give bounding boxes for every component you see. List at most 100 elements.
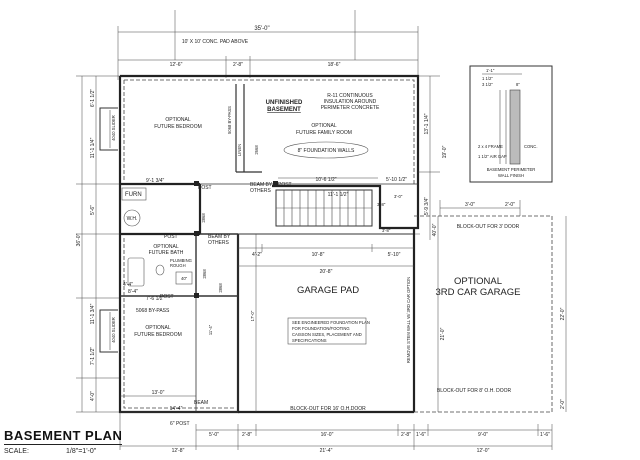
engineered-note-2: FOR FOUNDATION/FOOTING (292, 326, 350, 331)
beam-others-2b: OTHERS (208, 240, 230, 246)
garage-walls (237, 228, 416, 414)
beam-others-1a: BEAM BY (250, 182, 273, 188)
wall-finish-dim-1: 1'-1" (486, 68, 495, 73)
dim-stair-d3: 3'-8" (382, 228, 391, 233)
wall-finish-air-gap: 1 1/2" AIR GAP (478, 154, 507, 159)
blockout-main-door: BLOCK-OUT FOR 16' O.H.DOOR (290, 406, 366, 412)
dim-garage-total: 20'-8" (320, 269, 333, 275)
wall-finish-title-1: BASEMENT PERIMETER (487, 167, 536, 172)
wall-finish-title-2: WALL FINISH (498, 173, 524, 178)
dim-stair-run: 11'-1 1/2" (328, 192, 349, 198)
dim-top-mid: 2'-8" (233, 62, 243, 68)
bath-label-optional: OPTIONAL (153, 244, 179, 250)
engineered-note-3: CAISSON SIZES, PLACEMENT AND (292, 332, 362, 337)
wall-finish-dim-2: 1 1/2" (482, 76, 493, 81)
insulation-perimeter (123, 79, 415, 409)
furnace (121, 187, 147, 201)
door-2868-label-c: 2868 (218, 283, 223, 293)
egress-window-upper (99, 107, 118, 151)
dim-left-d: 11'-1 3/4" (90, 303, 96, 324)
plumbing-label-2: ROUGH (170, 263, 186, 268)
optional-garage-label-1: OPTIONAL (454, 276, 502, 287)
engineered-note-box (287, 317, 367, 345)
scale-value: 1/8"=1'-0" (66, 448, 97, 455)
beam-others-2a: BEAM BY (208, 234, 231, 240)
dim-post-run: 10'-6 1/2" (315, 177, 336, 183)
toilet (155, 264, 165, 276)
dim-right-f: 22'-0" (560, 307, 566, 320)
dim-left-a: 6'-1 1/2" (90, 89, 96, 108)
insulation-line-1: R-11 CONTINUOUS (327, 93, 373, 99)
water-heater-label: W.H. (127, 216, 138, 222)
scale-label: SCALE: (4, 448, 29, 455)
bed2-label-optional: OPTIONAL (145, 325, 171, 331)
dim-bed2-width-2: 14'-4" (170, 406, 183, 412)
stem-wall-note: REMOVE STEM WALL W/ 3RD CAR OPTION (406, 277, 411, 363)
dim-left-total: 36'-0" (76, 233, 82, 246)
top-dimension-lines (117, 10, 419, 80)
dim-total-c: 12'-0" (477, 448, 490, 454)
dim-bath-7-6: 7'-6 1/2" (146, 296, 165, 302)
post-marker-4 (194, 293, 199, 298)
post-marker-1 (194, 181, 199, 186)
dim-garage-b: 10'-8" (312, 252, 325, 258)
dim-right-c: 5'-9 3/4" (424, 197, 430, 216)
beam-line (195, 183, 418, 412)
dim-total-b: 21'-4" (320, 448, 333, 454)
dim-bottom-a: 5'-0" (209, 432, 219, 438)
vanity (175, 271, 193, 285)
dim-stair-d2: 3'-8" (377, 202, 386, 207)
egress-slider-upper: 4040 SLIDER (111, 115, 116, 141)
wall-finish-dim-4: 8" (516, 82, 520, 87)
dim-garage3-a: 3'-0" (465, 202, 475, 208)
dim-bath-x: 8'-4" (128, 289, 138, 295)
water-heater (123, 209, 141, 227)
post-marker-3 (194, 231, 199, 236)
post-marker-2 (273, 181, 278, 186)
blockout-3ft-door: BLOCK-OUT FOR 3' DOOR (457, 224, 520, 230)
dim-bottom-f: 9'-0" (478, 432, 488, 438)
unfinished-label: UNFINISHED (266, 100, 303, 106)
bottom-left-dimension-lines (120, 395, 238, 413)
dim-total-a: 12'-8" (172, 448, 185, 454)
dim-bottom-g: 1'-6" (540, 432, 550, 438)
dim-top-total: 35'-0" (254, 26, 269, 32)
basement-label: BASEMENT (267, 107, 301, 113)
beam-others-1b: OTHERS (250, 188, 272, 194)
bed1-label-optional: OPTIONAL (165, 117, 191, 123)
family-label-optional: OPTIONAL (311, 123, 337, 129)
dim-bath-depth: 11'-4" (208, 324, 213, 335)
stair-treads (283, 190, 365, 226)
post-label-2: POST (278, 182, 292, 188)
dim-garage-depth: 17'-0" (250, 310, 255, 321)
dim-bottom-c: 16'-0" (321, 432, 334, 438)
dim-garage3-b: 2'-0" (505, 202, 515, 208)
insulation-line-2: INSULATION AROUND (324, 99, 377, 105)
dim-right-b: 19'-0" (442, 145, 448, 158)
post-label-3: POST (164, 234, 178, 240)
family-label-name: FUTURE FAMILY ROOM (296, 130, 352, 136)
post-label-1: POST (198, 185, 212, 191)
insulation-line-3: PERIMETER CONCRETE (321, 105, 380, 111)
bottom-post-label: 6" POST (170, 421, 190, 427)
bypass-label-1: 5068 BY-PASS (227, 106, 232, 134)
garage-dimension-lines (238, 234, 414, 412)
bypass-label-2: 5068 BY-PASS (136, 308, 170, 314)
bathtub (127, 257, 145, 287)
door-2668-label: 2668 (254, 145, 259, 155)
dim-left-b: 11'-1 1/4" (90, 137, 96, 158)
dim-bottom-e: 1'-6" (416, 432, 426, 438)
engineered-note-1: SEE ENGINEERED FOUNDATION PLAN (292, 320, 370, 325)
optional-garage-label-2: 3RD CAR GARAGE (436, 287, 521, 298)
dim-right-d: 40'-0" (432, 223, 438, 236)
blockout-8ft-door: BLOCK-OUT FOR 8' O.H. DOOR (437, 388, 512, 394)
dim-garage-c: 5'-10" (388, 252, 401, 258)
third-car-garage (414, 200, 553, 413)
dim-bottom-d: 2'-8" (401, 432, 411, 438)
dim-right-stub: 5'-10 1/2" (386, 177, 407, 183)
door-2868-label-a: 2868 (201, 213, 206, 223)
door-2868-label-b: 2868 (202, 269, 207, 279)
egress-window-lower (99, 309, 118, 353)
dim-furn-width: 9'-1 3/4" (146, 178, 165, 184)
linen-label: LINEN (237, 144, 242, 156)
